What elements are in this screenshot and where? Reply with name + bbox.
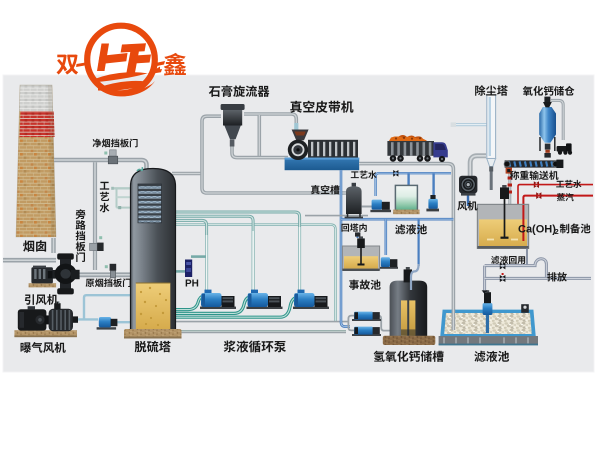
svg-text:2: 2 <box>555 227 559 236</box>
svg-text:PH: PH <box>185 278 199 289</box>
svg-text:Ca(OH): Ca(OH) <box>518 223 556 235</box>
